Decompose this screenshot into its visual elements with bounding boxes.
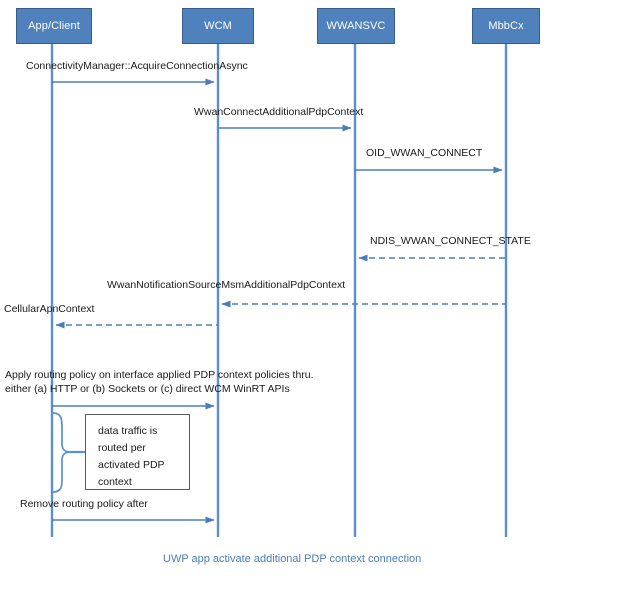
lane-header-wwansvc[interactable]: WWANSVC — [317, 8, 395, 44]
lifelines — [50, 44, 508, 537]
activation-brace — [52, 412, 85, 493]
lane-header-app-client[interactable]: App/Client — [16, 8, 92, 44]
lane-header-mbbcx[interactable]: MbbCx — [472, 8, 540, 44]
message-label-cellular-apn-context: CellularApnContext — [4, 303, 95, 315]
lane-label: App/Client — [28, 20, 80, 32]
lane-label: MbbCx — [488, 20, 524, 32]
note-line: routed per — [98, 442, 146, 454]
annotation-apply-routing-policy: Apply routing policy on interface applie… — [5, 368, 335, 396]
lane-label: WWANSVC — [326, 20, 386, 32]
message-label-oid-wwan-connect: OID_WWAN_CONNECT — [366, 147, 483, 159]
message-label-wwan-connect-additional-pdp-context: WwanConnectAdditionalPdpContext — [194, 106, 364, 118]
note-line: data traffic is — [98, 425, 158, 437]
lane-label: WCM — [204, 20, 232, 32]
message-label-remove-routing-policy: Remove routing policy after — [20, 498, 148, 510]
diagram-caption: UWP app activate additional PDP context … — [163, 553, 422, 565]
message-label-wwan-notification-source-msm: WwanNotificationSourceMsmAdditionalPdpCo… — [107, 279, 346, 291]
message-arrows — [52, 78, 506, 524]
annotation-line-1: Apply routing policy on interface applie… — [5, 369, 314, 381]
lane-header-wcm[interactable]: WCM — [182, 8, 254, 44]
message-label-acquire-connection-async: ConnectivityManager::AcquireConnectionAs… — [26, 60, 248, 72]
note-line: activated PDP — [98, 459, 165, 471]
message-label-ndis-wwan-connect-state: NDIS_WWAN_CONNECT_STATE — [370, 235, 531, 247]
note-data-traffic: data traffic is routed per activated PDP… — [85, 414, 190, 490]
annotation-line-2: either (a) HTTP or (b) Sockets or (c) di… — [5, 383, 290, 395]
note-line: context — [98, 476, 132, 488]
